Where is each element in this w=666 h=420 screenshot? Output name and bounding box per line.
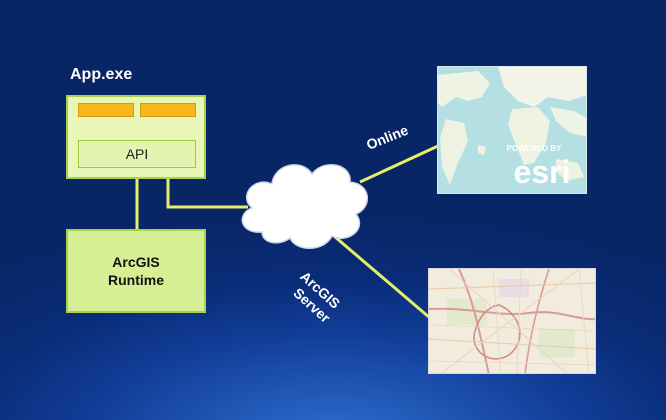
app-box: API xyxy=(66,95,206,179)
esri-logo-text: esri xyxy=(514,154,571,190)
cloud-server-connector xyxy=(333,234,431,320)
cloud-icon xyxy=(241,164,368,249)
api-cloud-connector xyxy=(166,174,248,209)
street-map-graphic xyxy=(429,269,595,373)
server-street-map-image xyxy=(428,268,596,374)
app-title: App.exe xyxy=(70,66,133,83)
runtime-box: ArcGIS Runtime xyxy=(66,229,206,313)
runtime-label-line1: ArcGIS xyxy=(112,254,160,270)
esri-badge-top: POWERED BY xyxy=(507,144,562,153)
app-tab-right xyxy=(140,103,196,117)
api-box: API xyxy=(78,140,196,168)
cloud-online-connector xyxy=(359,144,439,184)
app-tab-left xyxy=(78,103,134,117)
runtime-label-line2: Runtime xyxy=(108,272,164,288)
online-basemap-image: POWERED BY esri xyxy=(437,66,587,194)
world-map-graphic: POWERED BY esri xyxy=(438,67,586,193)
